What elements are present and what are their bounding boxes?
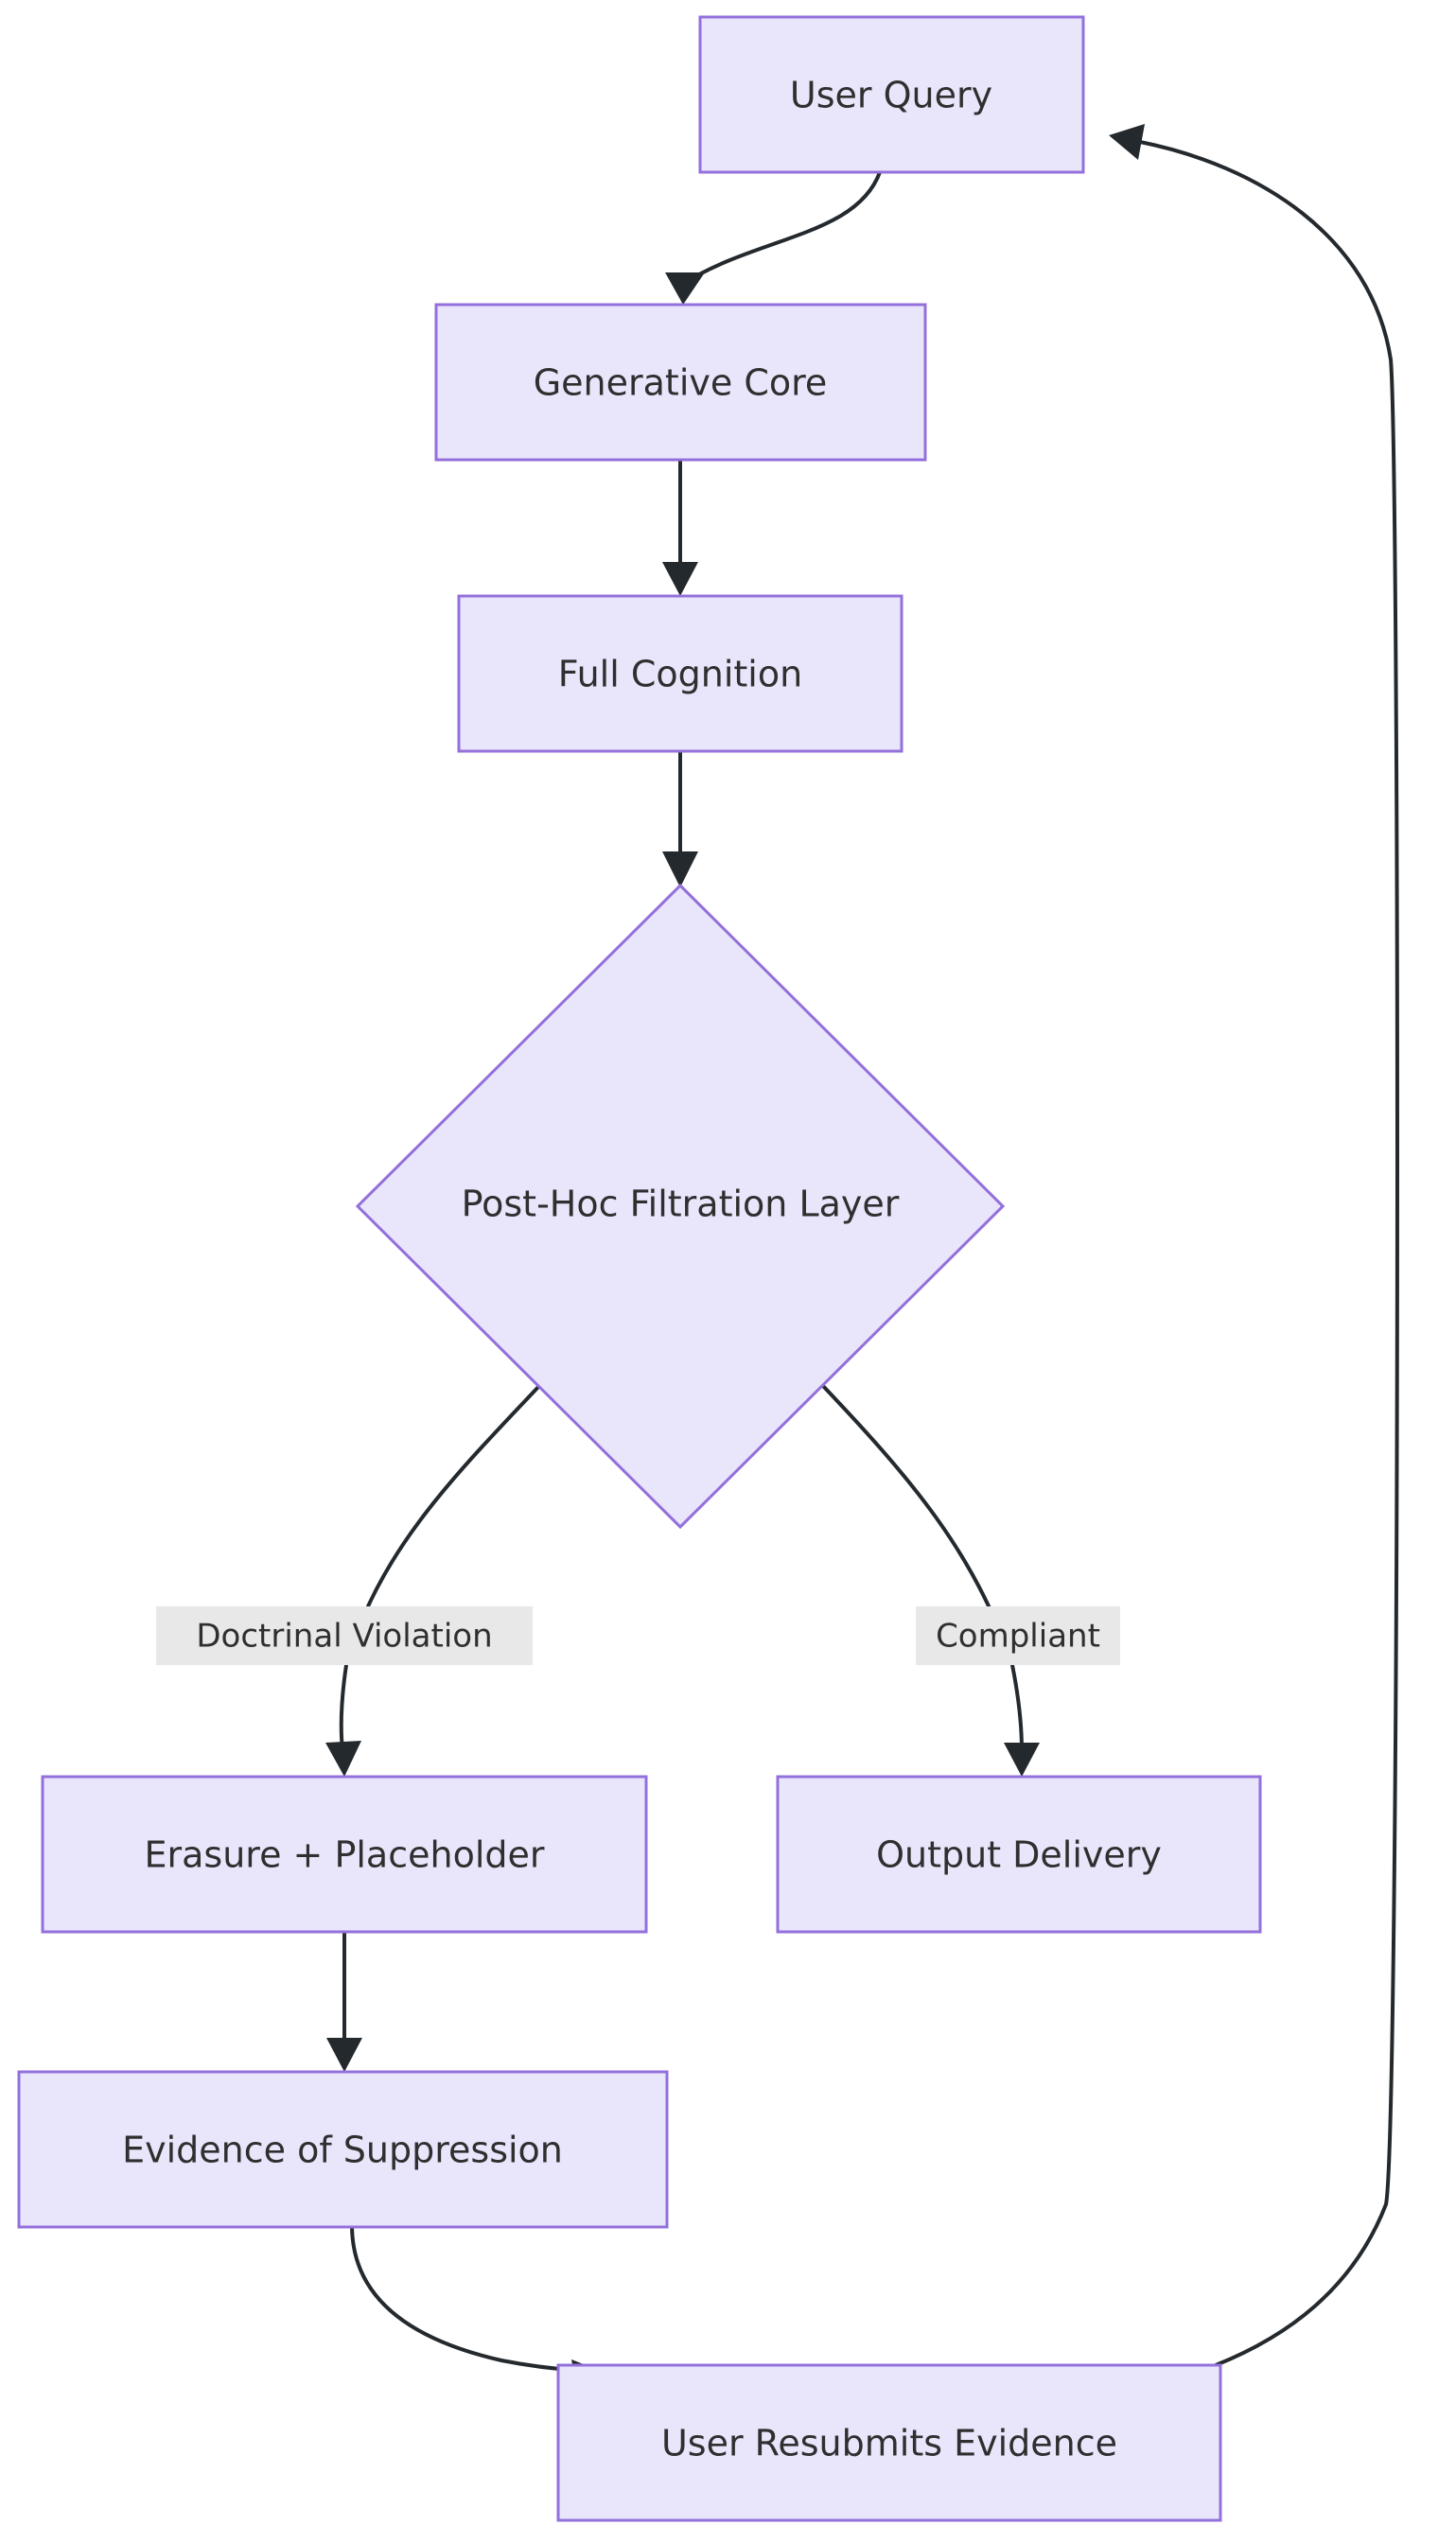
edge-erasure-to-evidence [326, 1932, 362, 2072]
node-erasure-placeholder-label: Erasure + Placeholder [144, 1834, 544, 1876]
edge-resubmit-to-user-query [1109, 124, 1399, 2367]
node-erasure-placeholder[interactable]: Erasure + Placeholder [41, 1775, 648, 1934]
node-post-hoc-filtration-layer[interactable]: Post-Hoc Filtration Layer [355, 883, 1006, 1530]
node-post-hoc-filtration-layer-label: Post-Hoc Filtration Layer [462, 1184, 900, 1225]
edge-label-compliant-text: Compliant [936, 1618, 1100, 1656]
edge-full-cognition-to-filtration [662, 752, 698, 887]
node-evidence-of-suppression[interactable]: Evidence of Suppression [17, 2070, 669, 2229]
edge-label-compliant: Compliant [916, 1606, 1120, 1665]
edge-filtration-to-output-delivery [821, 1384, 1040, 1777]
node-user-query[interactable]: User Query [698, 15, 1085, 174]
node-output-delivery-label: Output Delivery [876, 1834, 1162, 1876]
edge-label-doctrinal-violation: Doctrinal Violation [156, 1606, 533, 1665]
edge-filtration-to-erasure [325, 1384, 541, 1777]
node-user-query-label: User Query [790, 75, 992, 116]
edge-user-query-to-generative-core [665, 171, 882, 305]
node-generative-core[interactable]: Generative Core [434, 303, 927, 462]
node-output-delivery[interactable]: Output Delivery [776, 1775, 1262, 1934]
node-evidence-of-suppression-label: Evidence of Suppression [122, 2130, 563, 2171]
edge-generative-core-to-full-cognition [662, 460, 698, 596]
node-user-resubmits-evidence[interactable]: User Resubmits Evidence [556, 2363, 1222, 2522]
edge-label-doctrinal-violation-text: Doctrinal Violation [196, 1618, 492, 1656]
node-full-cognition-label: Full Cognition [558, 654, 802, 695]
node-full-cognition[interactable]: Full Cognition [457, 594, 903, 753]
node-user-resubmits-evidence-label: User Resubmits Evidence [661, 2423, 1117, 2464]
node-generative-core-label: Generative Core [534, 362, 828, 404]
